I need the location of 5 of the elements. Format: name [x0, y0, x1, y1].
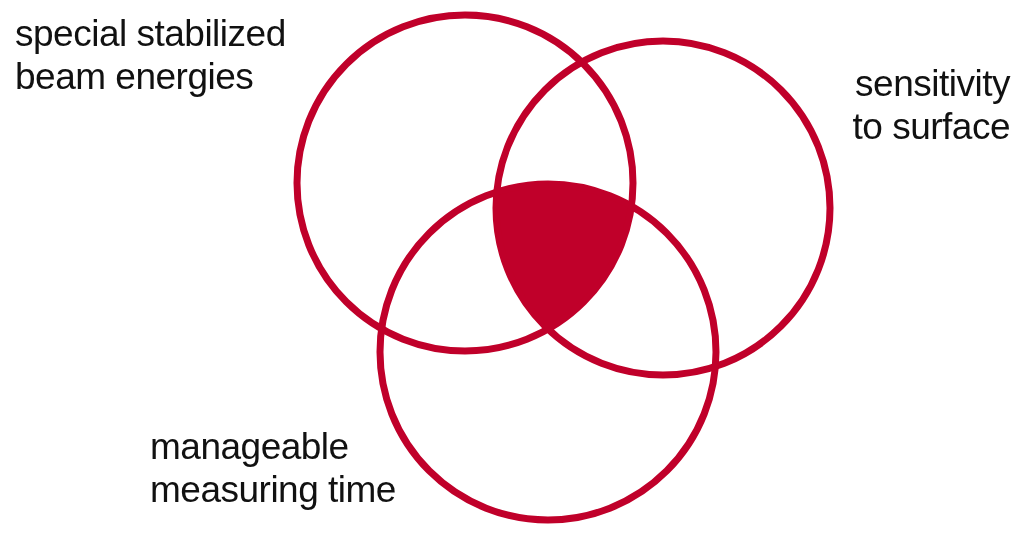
set-label: special stabilized beam energies: [15, 12, 325, 98]
set-label: sensitivity to surface: [825, 62, 1010, 148]
venn-circle: [492, 37, 834, 379]
set-label: manageable measuring time: [150, 425, 450, 511]
venn-circle: [293, 11, 637, 355]
